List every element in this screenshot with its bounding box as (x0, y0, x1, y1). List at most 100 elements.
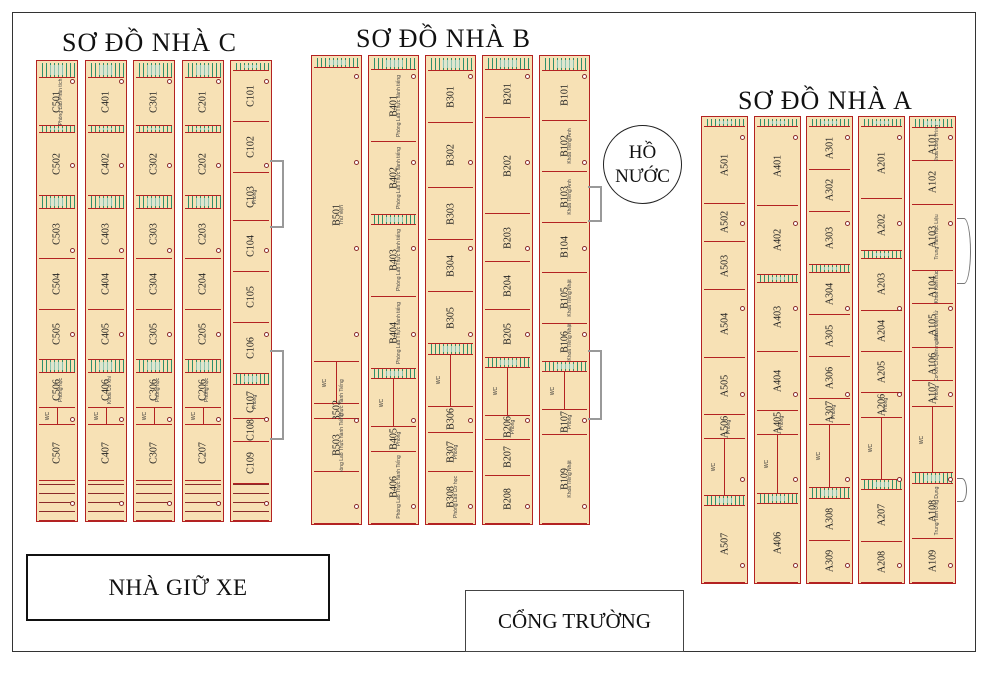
room: B202 (485, 118, 530, 215)
room-label: A402 (772, 228, 783, 252)
room-note: Phòng Lab Thực hành tiếng (395, 147, 402, 210)
restroom: WC (314, 362, 359, 405)
room-note: Thư viện (338, 205, 345, 225)
stairs (39, 196, 75, 209)
door-marker (468, 418, 473, 423)
door-marker (582, 246, 587, 251)
door-marker (793, 477, 798, 483)
door-marker (216, 247, 221, 253)
room: A208 (861, 541, 902, 583)
stairs (88, 125, 124, 134)
room-label: A403 (772, 305, 783, 329)
room: C202 (185, 133, 221, 197)
room-label: C205 (197, 323, 209, 346)
restroom-label: WC (94, 411, 100, 421)
room: A507 (704, 505, 745, 583)
restroom-label: WC (550, 386, 557, 395)
room-label: A208 (876, 550, 887, 573)
door-marker (845, 135, 850, 140)
room-note: Phòng (395, 431, 402, 447)
room: A501 (704, 126, 745, 204)
restroom-label: WC (868, 444, 875, 453)
room: C403 (88, 208, 124, 260)
room: C102 (233, 122, 269, 174)
room: B208 (485, 475, 530, 524)
room: A303 (809, 211, 850, 265)
door-marker (167, 416, 172, 422)
room-label: A305 (824, 324, 835, 347)
stairs (88, 196, 124, 209)
door-marker (525, 246, 530, 251)
room-label: B207 (502, 446, 513, 469)
room-note: Phòng (252, 189, 259, 204)
room: A308 (809, 498, 850, 541)
door-marker (793, 135, 798, 140)
restroom: WC (542, 372, 587, 411)
door-marker (740, 391, 745, 397)
room-label: A302 (824, 179, 835, 202)
restroom: WC (371, 379, 416, 428)
room: A404 (757, 351, 798, 412)
stairs (136, 196, 172, 209)
room-label: C202 (197, 153, 209, 176)
room-note: Khoa Tiếng Anh (566, 179, 573, 215)
stairs (485, 58, 530, 70)
room-label: A501 (719, 153, 730, 176)
door-marker (740, 306, 745, 312)
room-label: C402 (100, 153, 112, 176)
door-marker (897, 477, 902, 483)
room-label: A306 (824, 366, 835, 390)
room-label: C104 (245, 235, 257, 258)
room-label: C405 (100, 323, 112, 346)
door-marker (167, 79, 172, 84)
stairs (912, 473, 953, 485)
door-marker (582, 332, 587, 337)
stairs (136, 63, 172, 79)
door-marker (948, 477, 953, 483)
walkway-b-east-lower (588, 350, 602, 420)
room: A201 (861, 127, 902, 200)
room-note: Khoa Tiếng Nhật (566, 323, 573, 362)
door-marker (582, 418, 587, 423)
door-marker (70, 416, 75, 422)
room-label: A404 (772, 369, 783, 393)
room-note: Khoa Kiến trúc (934, 270, 941, 304)
room: A205 (861, 352, 902, 394)
door-marker (70, 332, 75, 338)
room-label: B202 (502, 154, 513, 177)
room-label: A507 (719, 532, 730, 556)
restroom-label: WC (764, 459, 771, 469)
door-marker (264, 332, 269, 338)
door-marker (740, 220, 745, 226)
room-label: C403 (100, 222, 112, 245)
door-marker (216, 163, 221, 169)
restroom: WC (185, 407, 221, 426)
room-label: C504 (51, 273, 63, 295)
room-note: Phòng Lab Thực hành tiếng (395, 301, 402, 364)
door-marker (793, 391, 798, 397)
room: C303 (136, 208, 172, 260)
door-marker (897, 563, 902, 568)
room-label: A205 (876, 361, 887, 384)
door-marker (525, 418, 530, 423)
room: A309 (809, 540, 850, 583)
door-marker (264, 79, 269, 84)
stairs (542, 58, 587, 71)
room-label: B201 (502, 82, 513, 105)
door-marker (411, 504, 416, 509)
room: C407 (88, 425, 124, 481)
